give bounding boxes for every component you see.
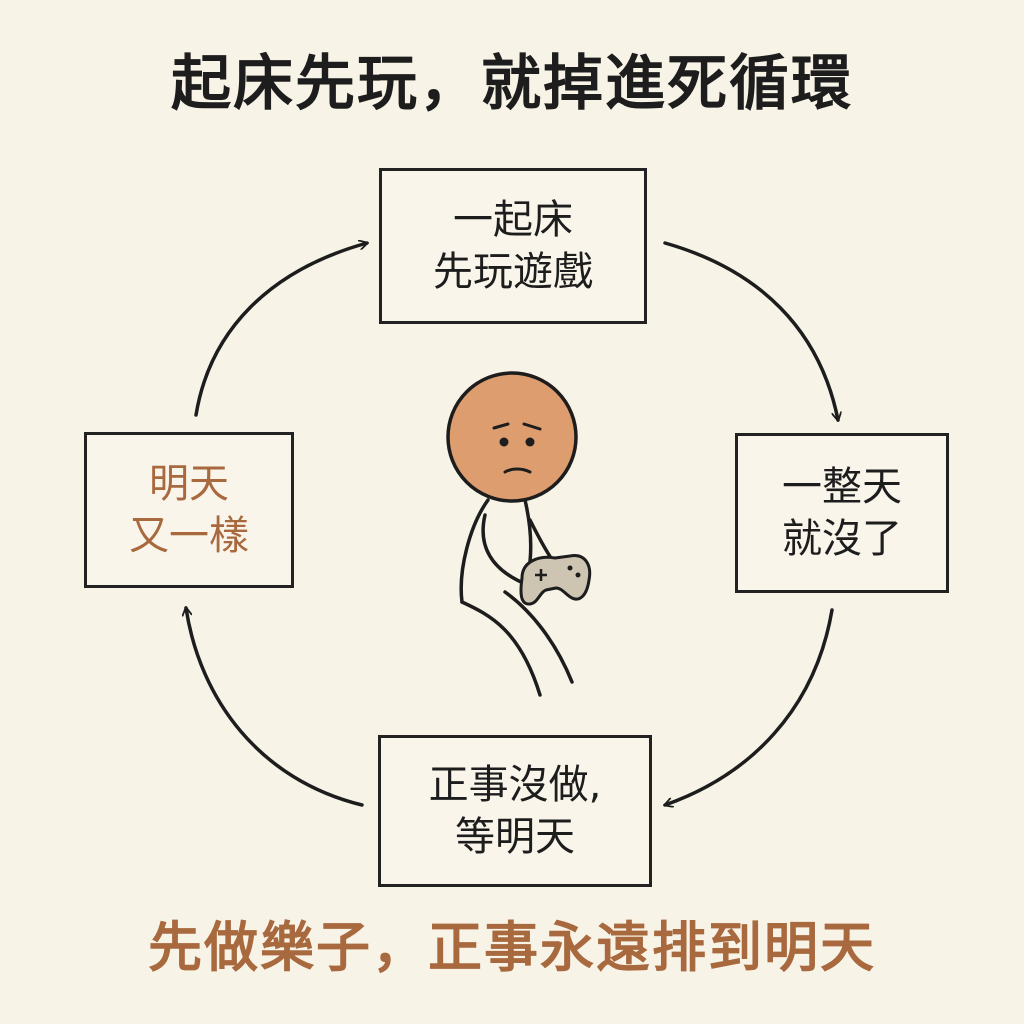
- controller-button-b: [575, 572, 581, 578]
- figure-leg-right: [503, 590, 574, 684]
- controller-button-a: [567, 565, 573, 571]
- figure-eye-right: [525, 437, 535, 447]
- cycle-step-tomorrow-same: 明天 又一樣: [84, 432, 294, 588]
- cycle-step-wake-up-play: 一起床 先玩遊戲: [379, 168, 647, 324]
- cycle-step-line: 一起床: [453, 197, 573, 243]
- cycle-step-line: 就沒了: [782, 516, 902, 562]
- footer-caption: 先做樂子，正事永遠排到明天: [148, 916, 876, 979]
- figure-body: [459, 498, 490, 604]
- figure-head: [446, 371, 578, 503]
- figure-brow-left: [492, 422, 510, 430]
- cycle-step-line: 又一樣: [129, 513, 249, 559]
- arrow-top-to-right: [663, 241, 838, 420]
- cycle-step-line: 等明天: [455, 814, 575, 860]
- cycle-step-line: 先玩遊戲: [433, 249, 593, 295]
- cycle-step-line: 一整天: [782, 464, 902, 510]
- arrow-right-to-bottom: [665, 608, 834, 805]
- figure-eye-left: [499, 437, 509, 447]
- controller-body: [519, 554, 592, 606]
- figure-brow-right: [522, 422, 542, 431]
- cycle-step-day-gone: 一整天 就沒了: [735, 433, 949, 593]
- figure-arm-left: [481, 513, 530, 587]
- figure-leg-left: [460, 600, 542, 697]
- sad-stick-figure-icon: [446, 371, 578, 697]
- arrow-left-to-top: [194, 243, 367, 417]
- controller-dpad: [535, 569, 547, 581]
- cycle-step-line: 正事沒做,: [428, 762, 602, 808]
- cycle-step-wait-tomorrow: 正事沒做, 等明天: [378, 735, 652, 887]
- cycle-step-line: 明天: [149, 461, 229, 507]
- page-title: 起床先玩，就掉進死循環: [171, 49, 853, 119]
- figure-mouth: [503, 467, 532, 474]
- game-controller-icon: [519, 554, 592, 606]
- arrow-bottom-to-left: [186, 608, 364, 807]
